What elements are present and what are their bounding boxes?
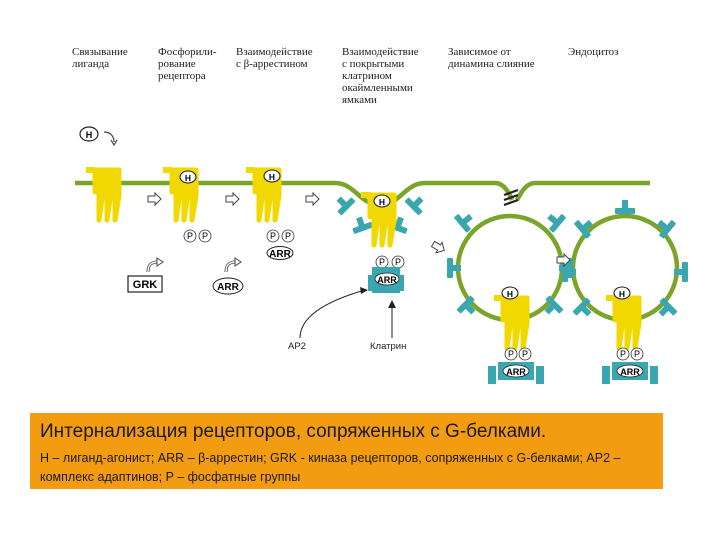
phosphate-pair-3: P P <box>267 230 294 242</box>
svg-text:H: H <box>379 197 385 207</box>
svg-text:P: P <box>620 349 626 359</box>
bound-ligand-6: H <box>614 287 630 299</box>
phosphate-pair-5: P P <box>505 348 531 360</box>
arrestin-bound-3: ARR <box>267 247 293 261</box>
caption-text: H – лиганд-агонист; ARR – β-аррестин; GR… <box>40 449 665 487</box>
step-arrow-4 <box>430 239 447 256</box>
adaptor-complex-4: ARR <box>368 267 404 293</box>
ligand-binding-arrow <box>104 132 114 142</box>
receptor-6 <box>606 298 639 348</box>
receptor-1 <box>86 170 119 220</box>
svg-text:P: P <box>634 349 640 359</box>
bound-ligand-3: H <box>264 170 280 182</box>
svg-text:H: H <box>619 289 625 299</box>
bound-ligand-2: H <box>180 171 196 183</box>
caption-box: Интернализация рецепторов, сопряженных с… <box>30 413 663 489</box>
svg-text:P: P <box>270 231 276 241</box>
header-dynamin-fusion: Зависимое от динамина слияние <box>448 46 535 70</box>
header-phosphorylation: Фосфорили- рование рецептора <box>158 46 217 82</box>
arrestin-free: ARR <box>213 278 243 294</box>
header-clathrin-pits: Взаимодействие с покрытыми клатрином ока… <box>342 46 419 106</box>
svg-text:P: P <box>522 349 528 359</box>
svg-text:H: H <box>185 173 191 183</box>
svg-text:P: P <box>285 231 291 241</box>
clathrin-label: Клатрин <box>370 341 406 352</box>
svg-text:P: P <box>395 257 401 267</box>
grk-recruit-arrow <box>148 258 163 272</box>
grk-kinase: GRK <box>128 276 162 292</box>
free-ligand: H <box>80 127 98 141</box>
receptor-5 <box>494 298 527 348</box>
bound-ligand-5: H <box>502 287 518 299</box>
caption-title: Интернализация рецепторов, сопряженных с… <box>40 421 546 443</box>
svg-text:H: H <box>507 289 513 299</box>
step-arrow-3 <box>306 193 319 205</box>
svg-text:P: P <box>508 349 514 359</box>
svg-text:P: P <box>187 231 193 241</box>
svg-text:ARR: ARR <box>377 275 397 285</box>
phosphate-pair-6: P P <box>617 348 643 360</box>
header-ligand-binding: Связывание лиганда <box>72 46 128 70</box>
svg-text:H: H <box>269 172 275 182</box>
phosphate-pair-2: P P <box>184 230 211 242</box>
adaptor-complex-5: ARR <box>488 362 544 384</box>
svg-text:GRK: GRK <box>133 279 158 291</box>
svg-text:ARR: ARR <box>620 367 640 377</box>
svg-text:ARR: ARR <box>269 249 291 260</box>
svg-text:P: P <box>379 257 385 267</box>
bound-ligand-4: H <box>374 195 390 207</box>
free-ligand-label: H <box>86 130 93 140</box>
header-endocytosis: Эндоцитоз <box>568 46 619 58</box>
step-arrow-2 <box>226 193 239 205</box>
header-arrestin-interaction: Взаимодействие с β-аррестином <box>236 46 313 70</box>
phosphate-pair-4: P P <box>376 256 404 268</box>
ap2-pointer <box>300 290 365 338</box>
step-arrow-1 <box>148 193 161 205</box>
adaptor-complex-6: ARR <box>602 362 658 384</box>
svg-text:ARR: ARR <box>217 282 239 293</box>
svg-text:ARR: ARR <box>506 367 526 377</box>
arrestin-recruit-arrow <box>226 258 241 272</box>
svg-text:P: P <box>202 231 208 241</box>
ap2-label: AP2 <box>288 341 306 352</box>
